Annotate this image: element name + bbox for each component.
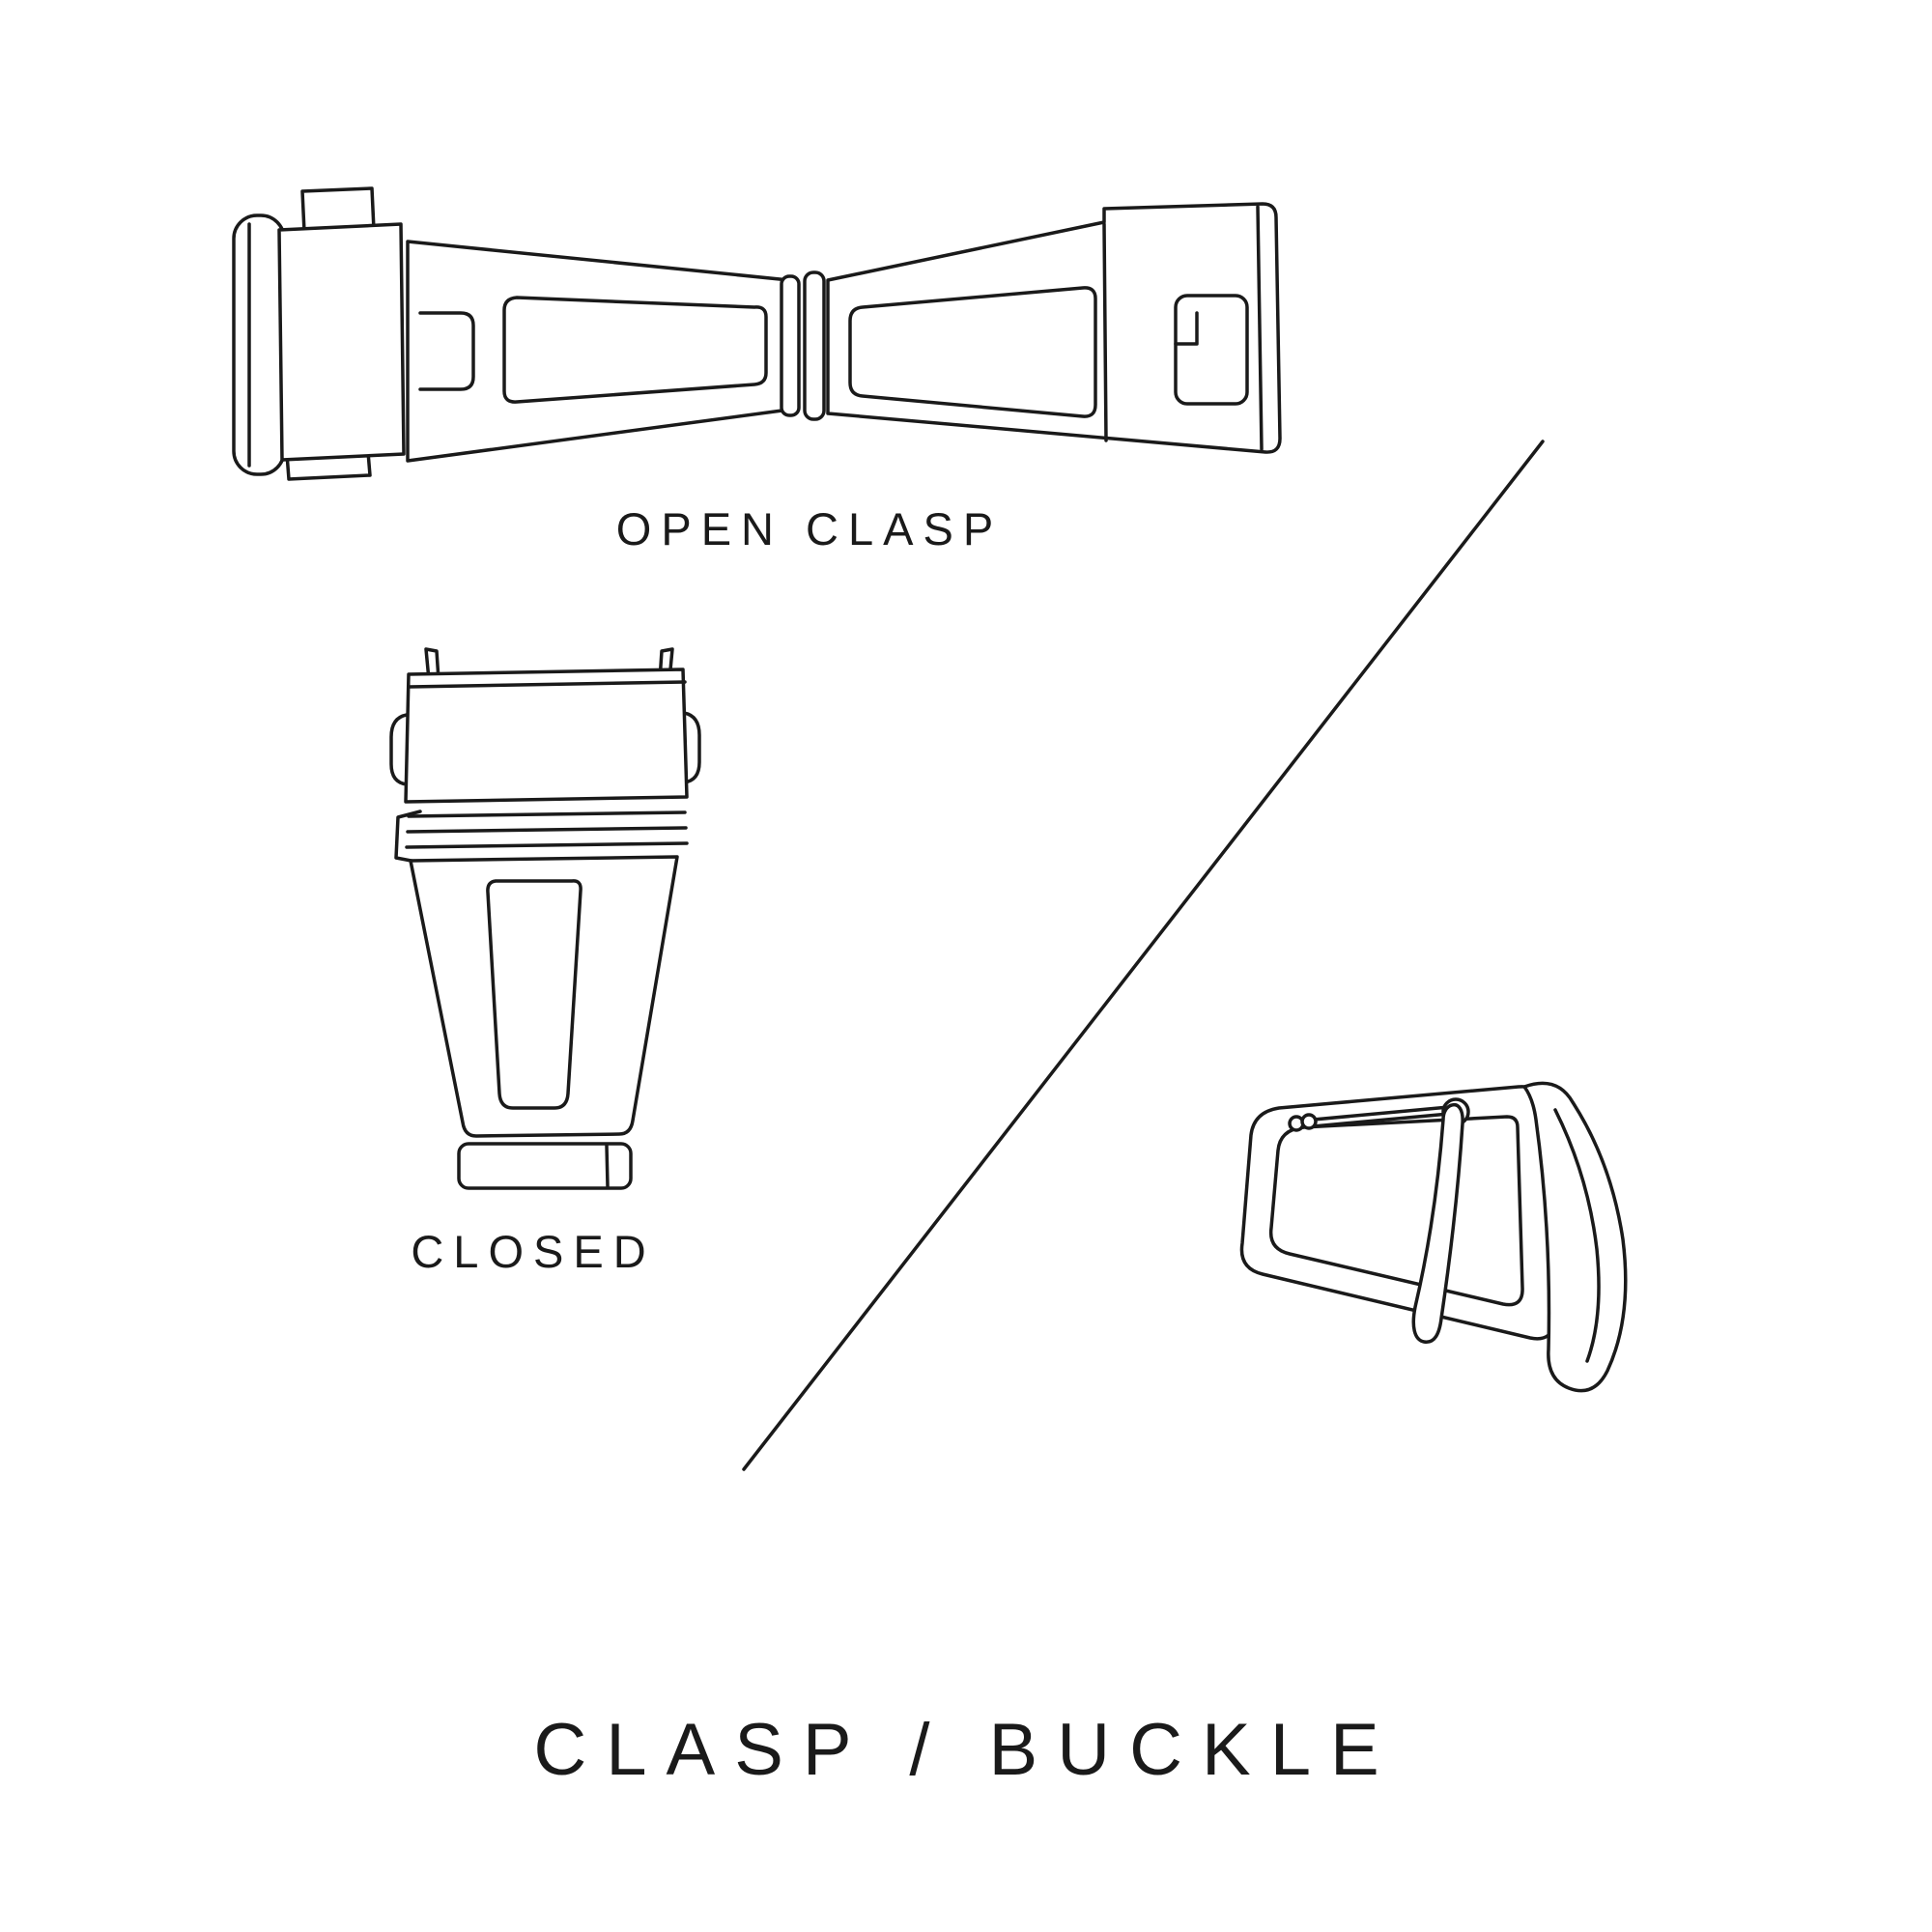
right-arm-end-separator [1102,222,1108,442]
closed-clasp-side-notch [394,810,422,864]
closed-clasp-illustration [389,647,701,1190]
page-title: CLASP / BUCKLE [533,1709,1399,1791]
clasp-hinge [780,270,826,421]
right-arm-edge-line [1256,205,1264,451]
open-clasp-caption: OPEN CLASP [615,503,1004,554]
closed-clasp-body [409,855,679,1138]
right-arm-latch [1174,294,1249,406]
buckle-spring-bar-top [1291,1105,1451,1123]
tang-buckle-illustration [1239,1081,1628,1393]
closed-clasp-right-tab [682,711,701,784]
clasp-end-link [232,186,406,481]
closed-clasp-caption: CLOSED [411,1226,656,1277]
end-link-body [277,222,406,462]
right-arm-outline [826,202,1282,454]
closed-clasp-left-tab [389,713,409,786]
tang-buckle [1239,1081,1628,1393]
end-link-band [232,213,286,476]
closed-clasp-cover-line [408,680,687,689]
buckle-strap-roll-contour [1553,1108,1601,1363]
left-arm-catch [418,311,475,391]
buckle-spring-coil-2 [1300,1113,1318,1130]
closed-clasp-fold-line-2 [406,826,688,834]
clasp-right-arm [826,202,1282,454]
right-arm-inner-outline [848,286,1097,418]
buckle-tang [1411,1102,1464,1344]
hinge-bar-left [780,274,801,417]
closed-clasp-inner-outline [486,879,582,1110]
open-clasp-illustration [232,186,1282,481]
left-arm-inner-outline [502,296,768,404]
clasp-left-arm [406,240,791,463]
closed-clasp-foot [457,1142,633,1190]
right-arm-latch-notch [1174,311,1199,346]
left-arm-outline [406,240,791,463]
buckle-strap-roll [1522,1081,1628,1393]
closed-clasp-cover [404,668,689,804]
closed-clasp [389,647,701,1190]
divider-line [742,440,1545,1471]
hinge-bar-right [803,270,826,421]
closed-clasp-fold-line-1 [407,810,687,818]
buckle-spring-bar-bottom [1291,1112,1451,1130]
closed-clasp-fold-line-3 [405,841,689,849]
closed-clasp-foot-line [605,1144,610,1188]
